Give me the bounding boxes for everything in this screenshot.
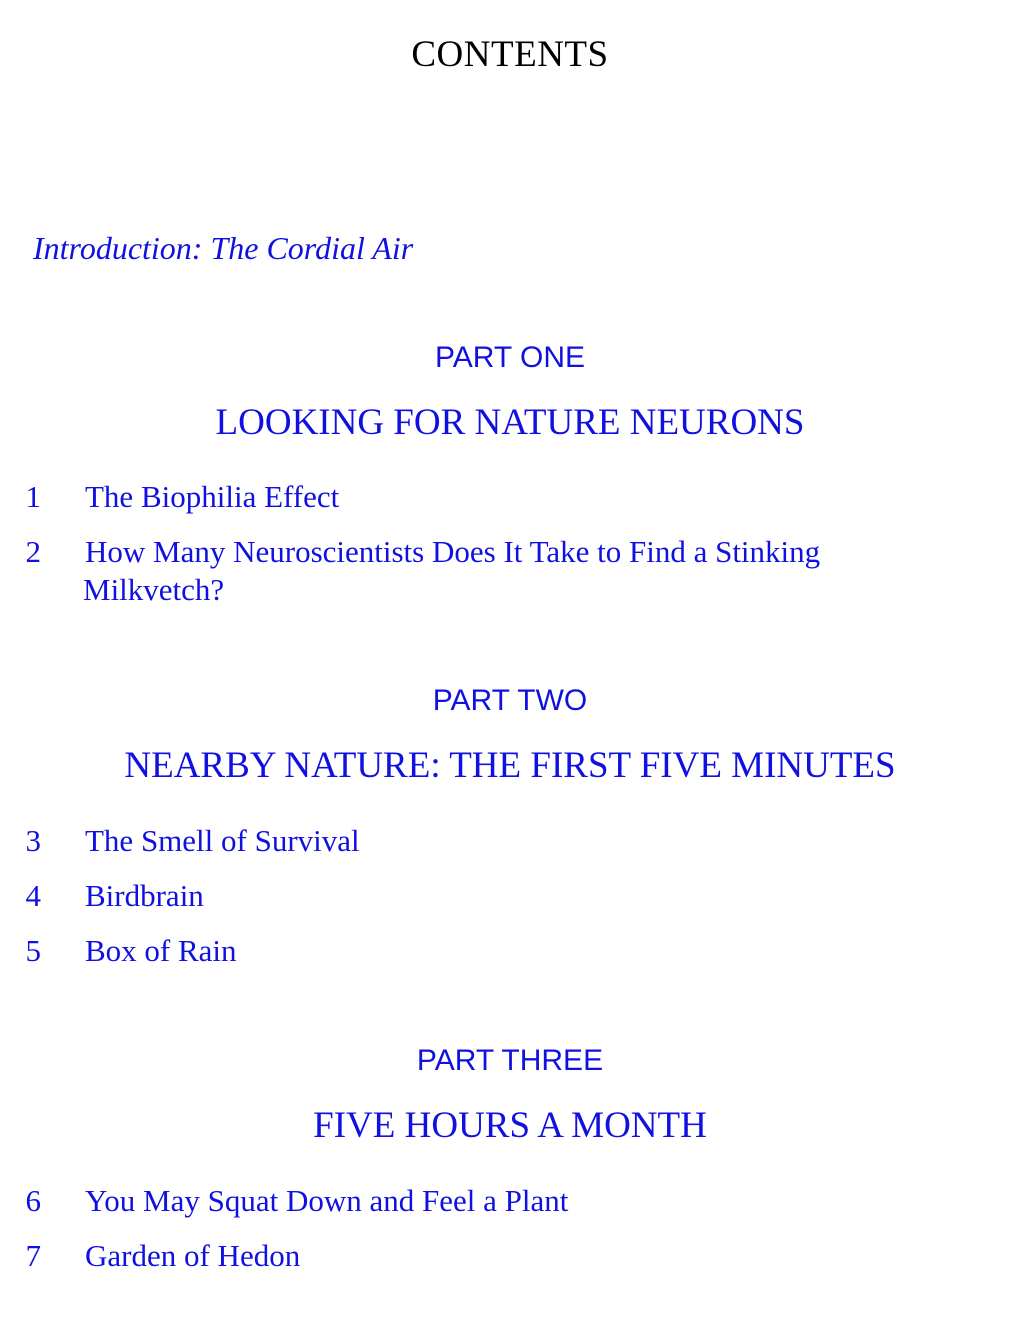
chapter-title-text[interactable]: The Biophilia Effect bbox=[85, 479, 340, 514]
chapter-title[interactable]: The Biophilia Effect bbox=[85, 478, 905, 516]
chapter-title[interactable]: The Smell of Survival bbox=[85, 822, 905, 860]
chapter-title-text[interactable]: Birdbrain bbox=[85, 878, 204, 913]
chapter-number: 4. bbox=[24, 878, 41, 913]
chapter-number: 1. bbox=[24, 479, 41, 514]
page-title: CONTENTS bbox=[411, 34, 609, 75]
chapter-title-text[interactable]: Box of Rain bbox=[85, 933, 237, 968]
chapter-title[interactable]: Garden of Hedon bbox=[85, 1237, 905, 1275]
chapter-number: 3. bbox=[24, 823, 41, 858]
chapter-title[interactable]: Box of Rain bbox=[85, 932, 905, 970]
chapter-title-text[interactable]: You May Squat Down and Feel a Plant bbox=[85, 1183, 569, 1218]
chapter-title-text[interactable]: How Many Neuroscientists Does It Take to… bbox=[85, 534, 821, 569]
chapter-title[interactable]: You May Squat Down and Feel a Plant bbox=[85, 1182, 905, 1220]
chapter-number: 2. bbox=[24, 534, 41, 569]
chapter-title-continuation[interactable]: Milkvetch? bbox=[83, 572, 225, 607]
part-three-title[interactable]: FIVE HOURS A MONTH bbox=[313, 1105, 707, 1146]
chapter-number: 6. bbox=[24, 1183, 41, 1218]
chapter-number: 5. bbox=[24, 933, 41, 968]
part-one-label[interactable]: PART ONE bbox=[434, 341, 586, 374]
part-two-title[interactable]: NEARBY NATURE: THE FIRST FIVE MINUTES bbox=[124, 745, 896, 786]
chapter-title-text[interactable]: The Smell of Survival bbox=[85, 823, 360, 858]
chapter-title[interactable]: How Many Neuroscientists Does It Take to… bbox=[83, 533, 905, 609]
part-two-label[interactable]: PART TWO bbox=[432, 684, 588, 717]
chapter-title[interactable]: Birdbrain bbox=[85, 877, 905, 915]
chapter-title-text[interactable]: Garden of Hedon bbox=[85, 1238, 301, 1273]
chapter-number: 7. bbox=[24, 1238, 41, 1273]
part-three-label[interactable]: PART THREE bbox=[416, 1044, 604, 1077]
part-one-title[interactable]: LOOKING FOR NATURE NEURONS bbox=[215, 402, 805, 443]
introduction-link[interactable]: Introduction: The Cordial Air bbox=[33, 230, 414, 266]
